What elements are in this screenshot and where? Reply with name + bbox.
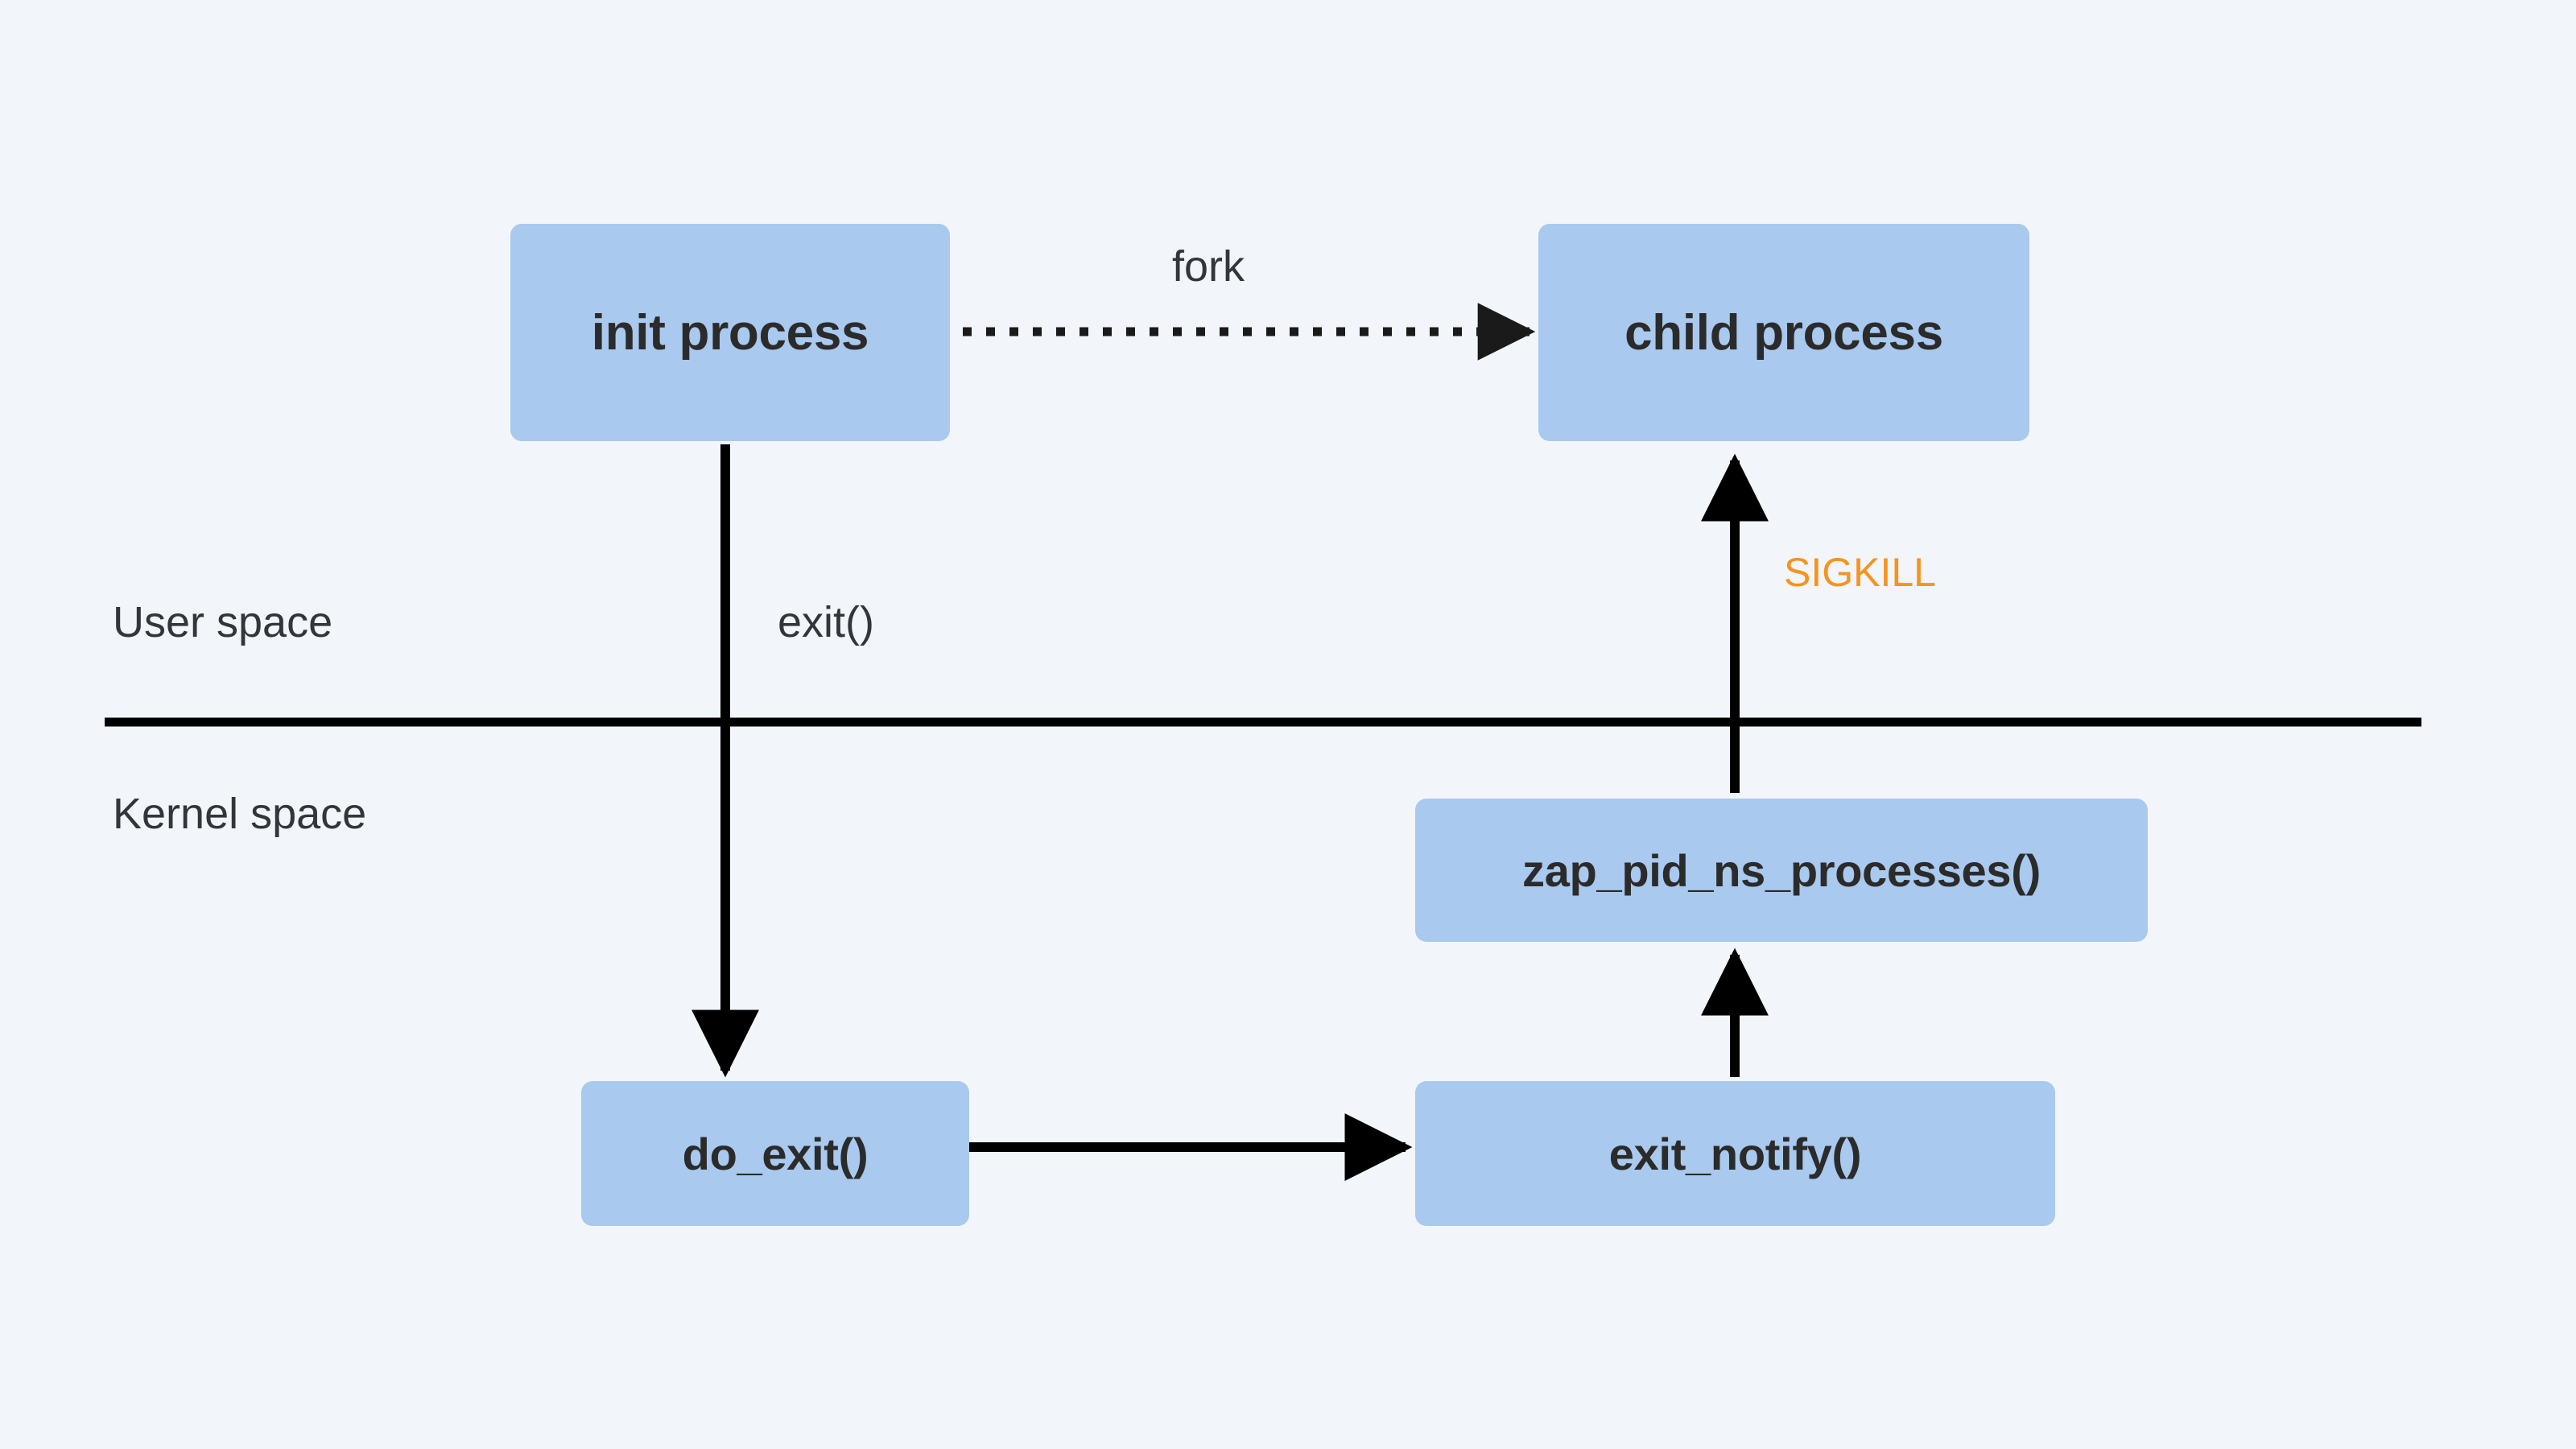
node-exit-notify[interactable]: exit_notify() [1415,1081,2055,1226]
node-child-process[interactable]: child process [1538,224,2029,441]
node-do-exit[interactable]: do_exit() [581,1081,969,1226]
user-space-label: User space [113,598,333,646]
edge-label-sigkill: SIGKILL [1784,550,1936,595]
kernel-space-label: Kernel space [113,790,367,838]
node-zap-pid-ns-processes[interactable]: zap_pid_ns_processes() [1415,799,2148,942]
edge-label-exit: exit() [778,598,874,646]
node-init-process[interactable]: init process [510,224,950,441]
edge-label-fork: fork [1172,242,1245,291]
